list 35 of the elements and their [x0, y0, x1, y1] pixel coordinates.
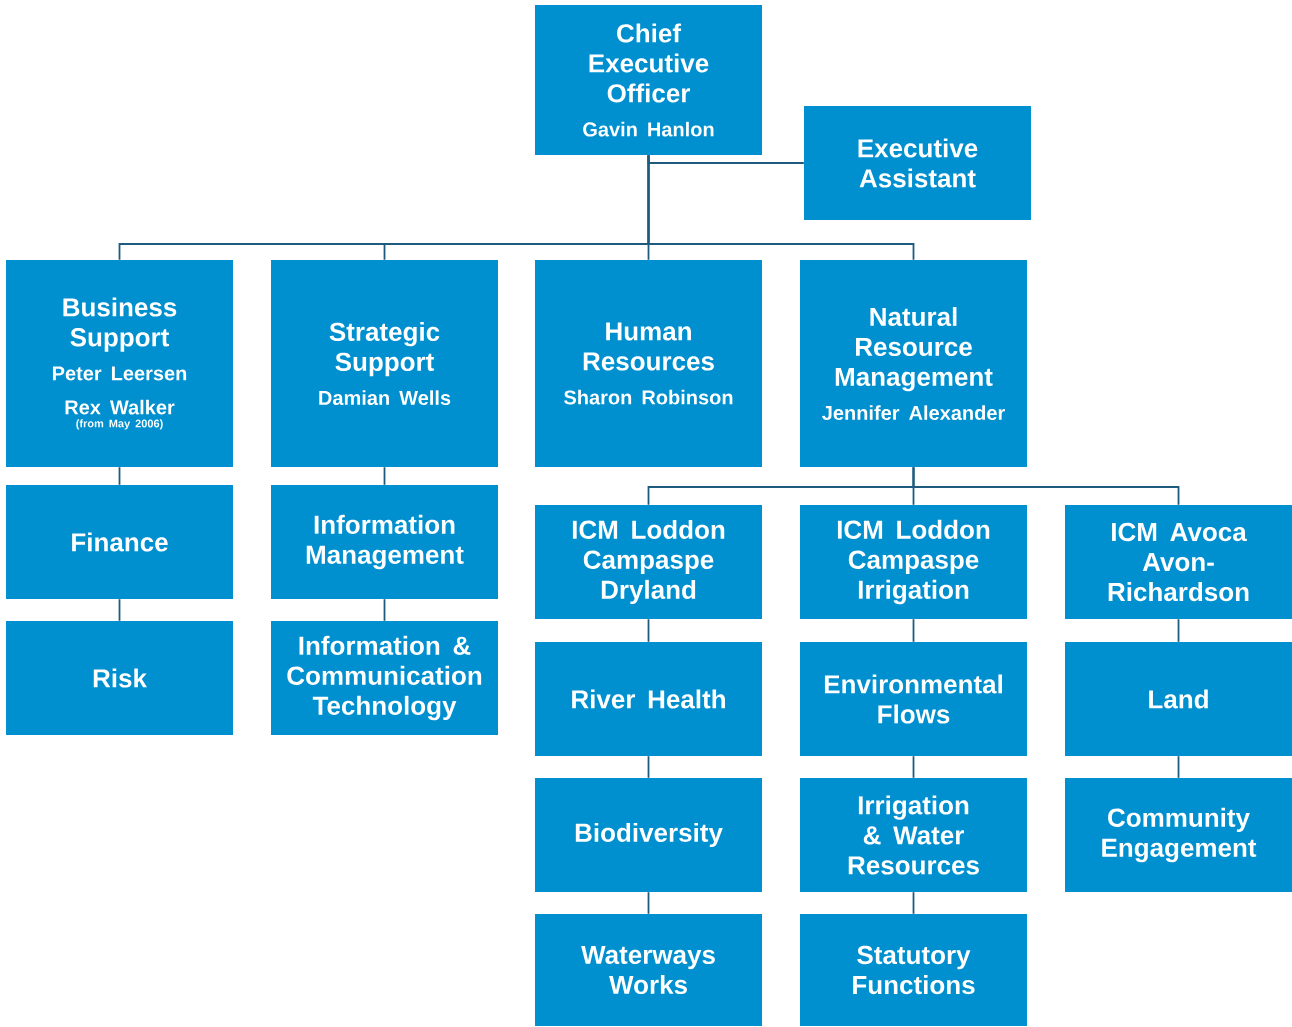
connector-line [118, 598, 121, 622]
org-box: Risk [6, 621, 233, 735]
connector-line [647, 618, 650, 643]
org-box: ICM Avoca Avon-Richardson [1065, 505, 1292, 619]
org-box: River Health [535, 642, 762, 756]
org-box: ICM Loddon Campaspe Dryland [535, 505, 762, 619]
connector-line [383, 466, 386, 486]
org-box: Irrigation & Water Resources [800, 778, 1027, 892]
connector-line [912, 618, 915, 643]
org-box: Environmental Flows [800, 642, 1027, 756]
connector-line [1177, 618, 1180, 643]
org-box: Finance [6, 485, 233, 599]
org-box: Business Support Peter Leersen Rex Walker (from May 2006) [6, 260, 233, 467]
connector-line [647, 154, 915, 261]
connector-line [647, 891, 650, 915]
connector-line [383, 598, 386, 622]
org-box: Human Resources Sharon Robinson [535, 260, 762, 467]
connector-line [912, 891, 915, 915]
org-box: Information Management [271, 485, 498, 599]
org-box: Executive Assistant [804, 106, 1031, 220]
connector-line [118, 466, 121, 486]
org-box: Chief Executive Officer Gavin Hanlon [535, 5, 762, 155]
connector-line [647, 755, 650, 779]
org-box: Natural Resource Management Jennifer Alexander [800, 260, 1027, 467]
org-box: Land [1065, 642, 1292, 756]
org-box: Community Engagement [1065, 778, 1292, 892]
org-box: Biodiversity [535, 778, 762, 892]
org-box: Strategic Support Damian Wells [271, 260, 498, 467]
connector-line [912, 755, 915, 779]
org-box: Information & Communication Technology [271, 621, 498, 735]
org-box: ICM Loddon Campaspe Irrigation [800, 505, 1027, 619]
connector-line [1177, 755, 1180, 779]
org-box: Waterways Works [535, 914, 762, 1026]
connector-line [912, 466, 1180, 506]
org-box: Statutory Functions [800, 914, 1027, 1026]
